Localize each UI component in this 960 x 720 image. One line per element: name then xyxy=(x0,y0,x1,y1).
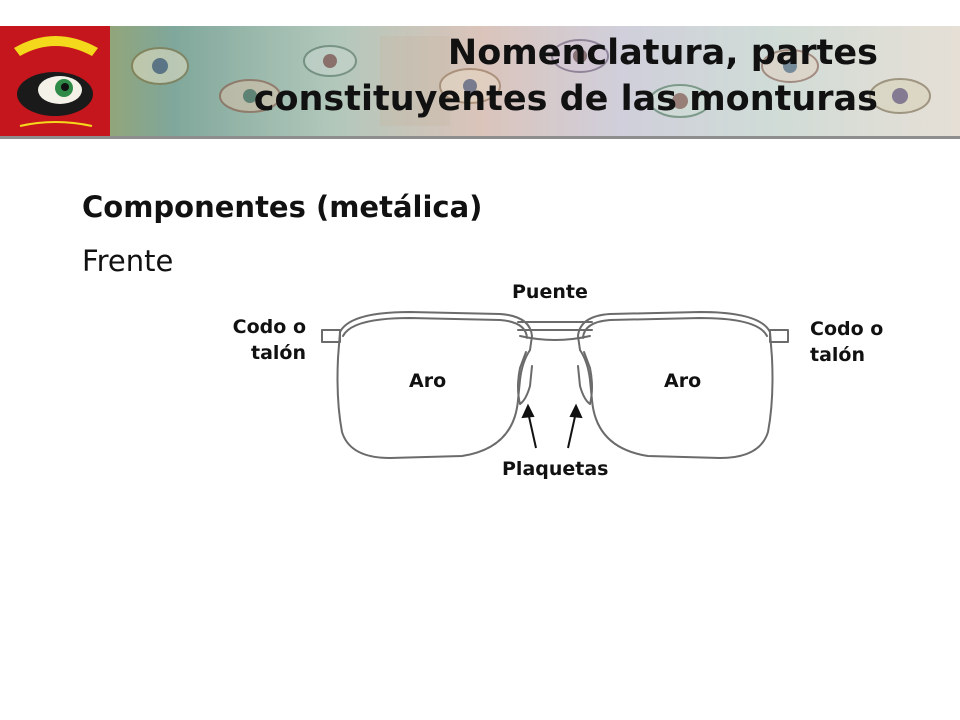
label-aro-left: Aro xyxy=(409,370,447,392)
header-divider xyxy=(0,136,960,139)
left-rim xyxy=(336,311,533,459)
label-codo-left-line1: Codo o xyxy=(232,316,306,338)
slide-title: Nomenclatura, partes constituyentes de l… xyxy=(178,30,878,122)
slide-subtitle: Componentes (metálica) xyxy=(82,190,483,224)
label-plaquetas: Plaquetas xyxy=(502,458,609,480)
eye-logo-icon xyxy=(0,26,110,138)
header-banner xyxy=(0,26,960,138)
title-line-1: Nomenclatura, partes xyxy=(447,33,878,73)
label-puente: Puente xyxy=(512,281,588,303)
left-nose-pad xyxy=(517,351,533,405)
label-codo-right: Codo o talón xyxy=(810,316,883,368)
label-codo-left-line2: talón xyxy=(251,342,306,364)
banner-artwork xyxy=(131,36,931,126)
left-endpiece xyxy=(321,329,341,343)
label-aro-right: Aro xyxy=(664,370,702,392)
label-codo-right-line1: Codo o xyxy=(810,318,884,340)
right-rim xyxy=(577,311,774,459)
right-nose-pad xyxy=(577,351,593,405)
glasses-frame-diagram xyxy=(321,311,789,459)
label-codo-left: Codo o talón xyxy=(220,314,306,366)
label-codo-right-line2: talón xyxy=(810,344,865,366)
right-endpiece xyxy=(769,329,789,343)
title-line-2: constituyentes de las monturas xyxy=(253,79,878,119)
section-label: Frente xyxy=(82,244,174,278)
